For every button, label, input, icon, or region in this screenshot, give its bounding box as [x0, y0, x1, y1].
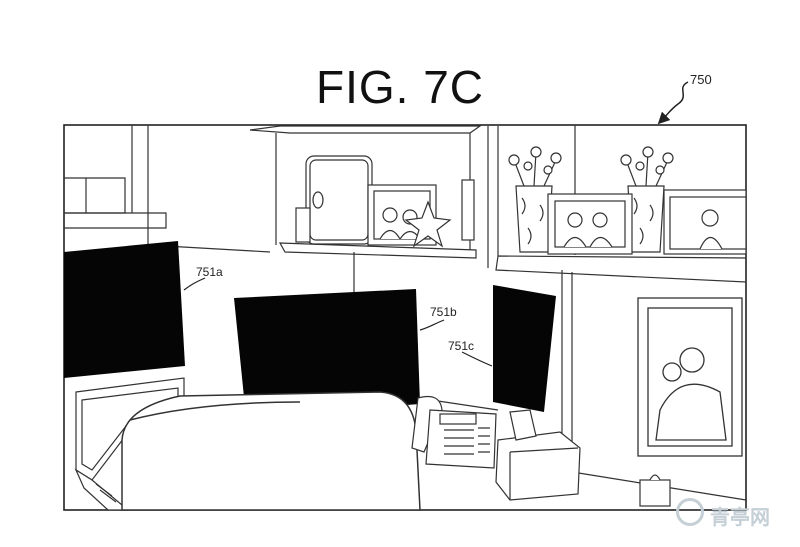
leader-751b — [419, 319, 445, 331]
leader-751c — [461, 351, 493, 367]
label-751b: 751b — [430, 305, 457, 319]
tissue-box — [639, 474, 671, 507]
label-leaders — [183, 277, 493, 367]
shelf-cups — [295, 179, 475, 243]
reference-750-leader — [657, 81, 689, 125]
reference-numeral-750: 750 — [690, 72, 712, 87]
photo-frame-shelf-right — [663, 189, 747, 255]
label-751c: 751c — [448, 339, 474, 353]
desk-phone — [411, 395, 497, 469]
watermark-logo: 青亭网 — [676, 496, 786, 532]
photo-frame-shelf-middle — [547, 193, 633, 255]
virtual-display-751a — [64, 241, 185, 378]
desk-caddy — [495, 409, 581, 501]
vase-left — [508, 146, 562, 253]
watermark-text: 青亭网 — [710, 505, 770, 529]
wall-picture-frame — [637, 297, 743, 457]
photo-frame-shelf-left — [367, 184, 452, 248]
figure-title: FIG. 7C — [315, 61, 485, 113]
vase-right — [620, 146, 674, 253]
virtual-display-751c — [493, 285, 556, 412]
mini-fridge — [305, 155, 373, 245]
virtual-display-751b — [234, 289, 420, 417]
office-chair — [121, 391, 421, 511]
watermark-icon — [676, 498, 704, 526]
leader-751a — [183, 277, 206, 291]
label-751a: 751a — [196, 265, 223, 279]
